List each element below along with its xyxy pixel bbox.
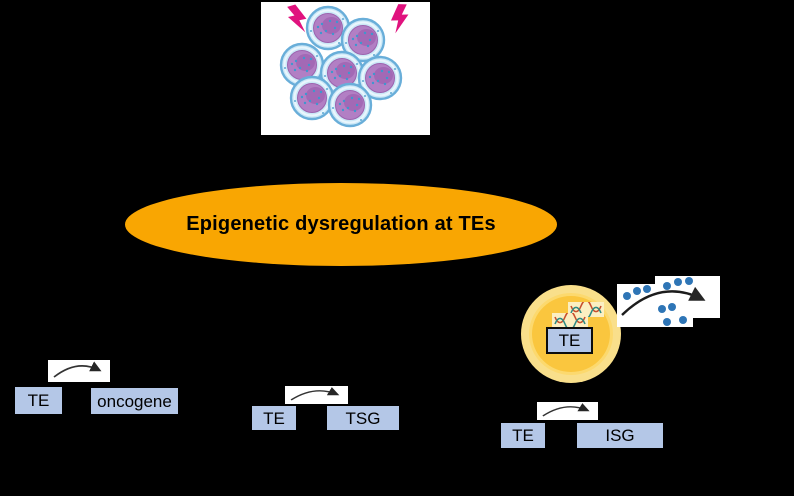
- te-box-nucleus-label: TE: [558, 330, 581, 350]
- dsrna-icon: [552, 313, 588, 328]
- gene-label: TSG: [345, 408, 381, 428]
- gene-box-isg: ISG: [577, 423, 663, 448]
- te-box-tsg: TE: [252, 406, 296, 430]
- gene-box-tsg: TSG: [327, 406, 399, 430]
- banner-ellipse: Epigenetic dysregulation at TEs: [125, 183, 557, 266]
- banner-label: Epigenetic dysregulation at TEs: [186, 213, 496, 235]
- gene-label: ISG: [605, 426, 635, 445]
- secreted-molecules-dots-icon: [617, 276, 720, 327]
- curved-arrow-chip-tsg: [285, 386, 348, 404]
- te-label: TE: [512, 426, 534, 445]
- te-box-isg: TE: [501, 423, 545, 448]
- cancer-cell-cluster-panel: [261, 2, 430, 135]
- gene-box-oncogene: oncogene: [91, 388, 178, 414]
- te-label: TE: [27, 391, 50, 410]
- lightning-icon-left: [286, 3, 309, 35]
- curved-arrow-chip-isg: [537, 402, 598, 420]
- lightning-icon-right: [389, 3, 411, 34]
- te-box-oncogene: TE: [15, 387, 62, 414]
- te-box-nucleus: TE: [546, 327, 593, 354]
- curved-arrow-icon: [53, 361, 102, 378]
- curved-arrow-icon: [542, 403, 590, 417]
- te-label: TE: [263, 408, 285, 428]
- escape-arrow-icon: [621, 286, 706, 316]
- gene-label: oncogene: [97, 391, 172, 411]
- curved-arrow-icon: [290, 387, 340, 401]
- curved-arrow-chip-oncogene: [48, 360, 110, 382]
- cancer-cell-cluster-icon: [279, 3, 411, 128]
